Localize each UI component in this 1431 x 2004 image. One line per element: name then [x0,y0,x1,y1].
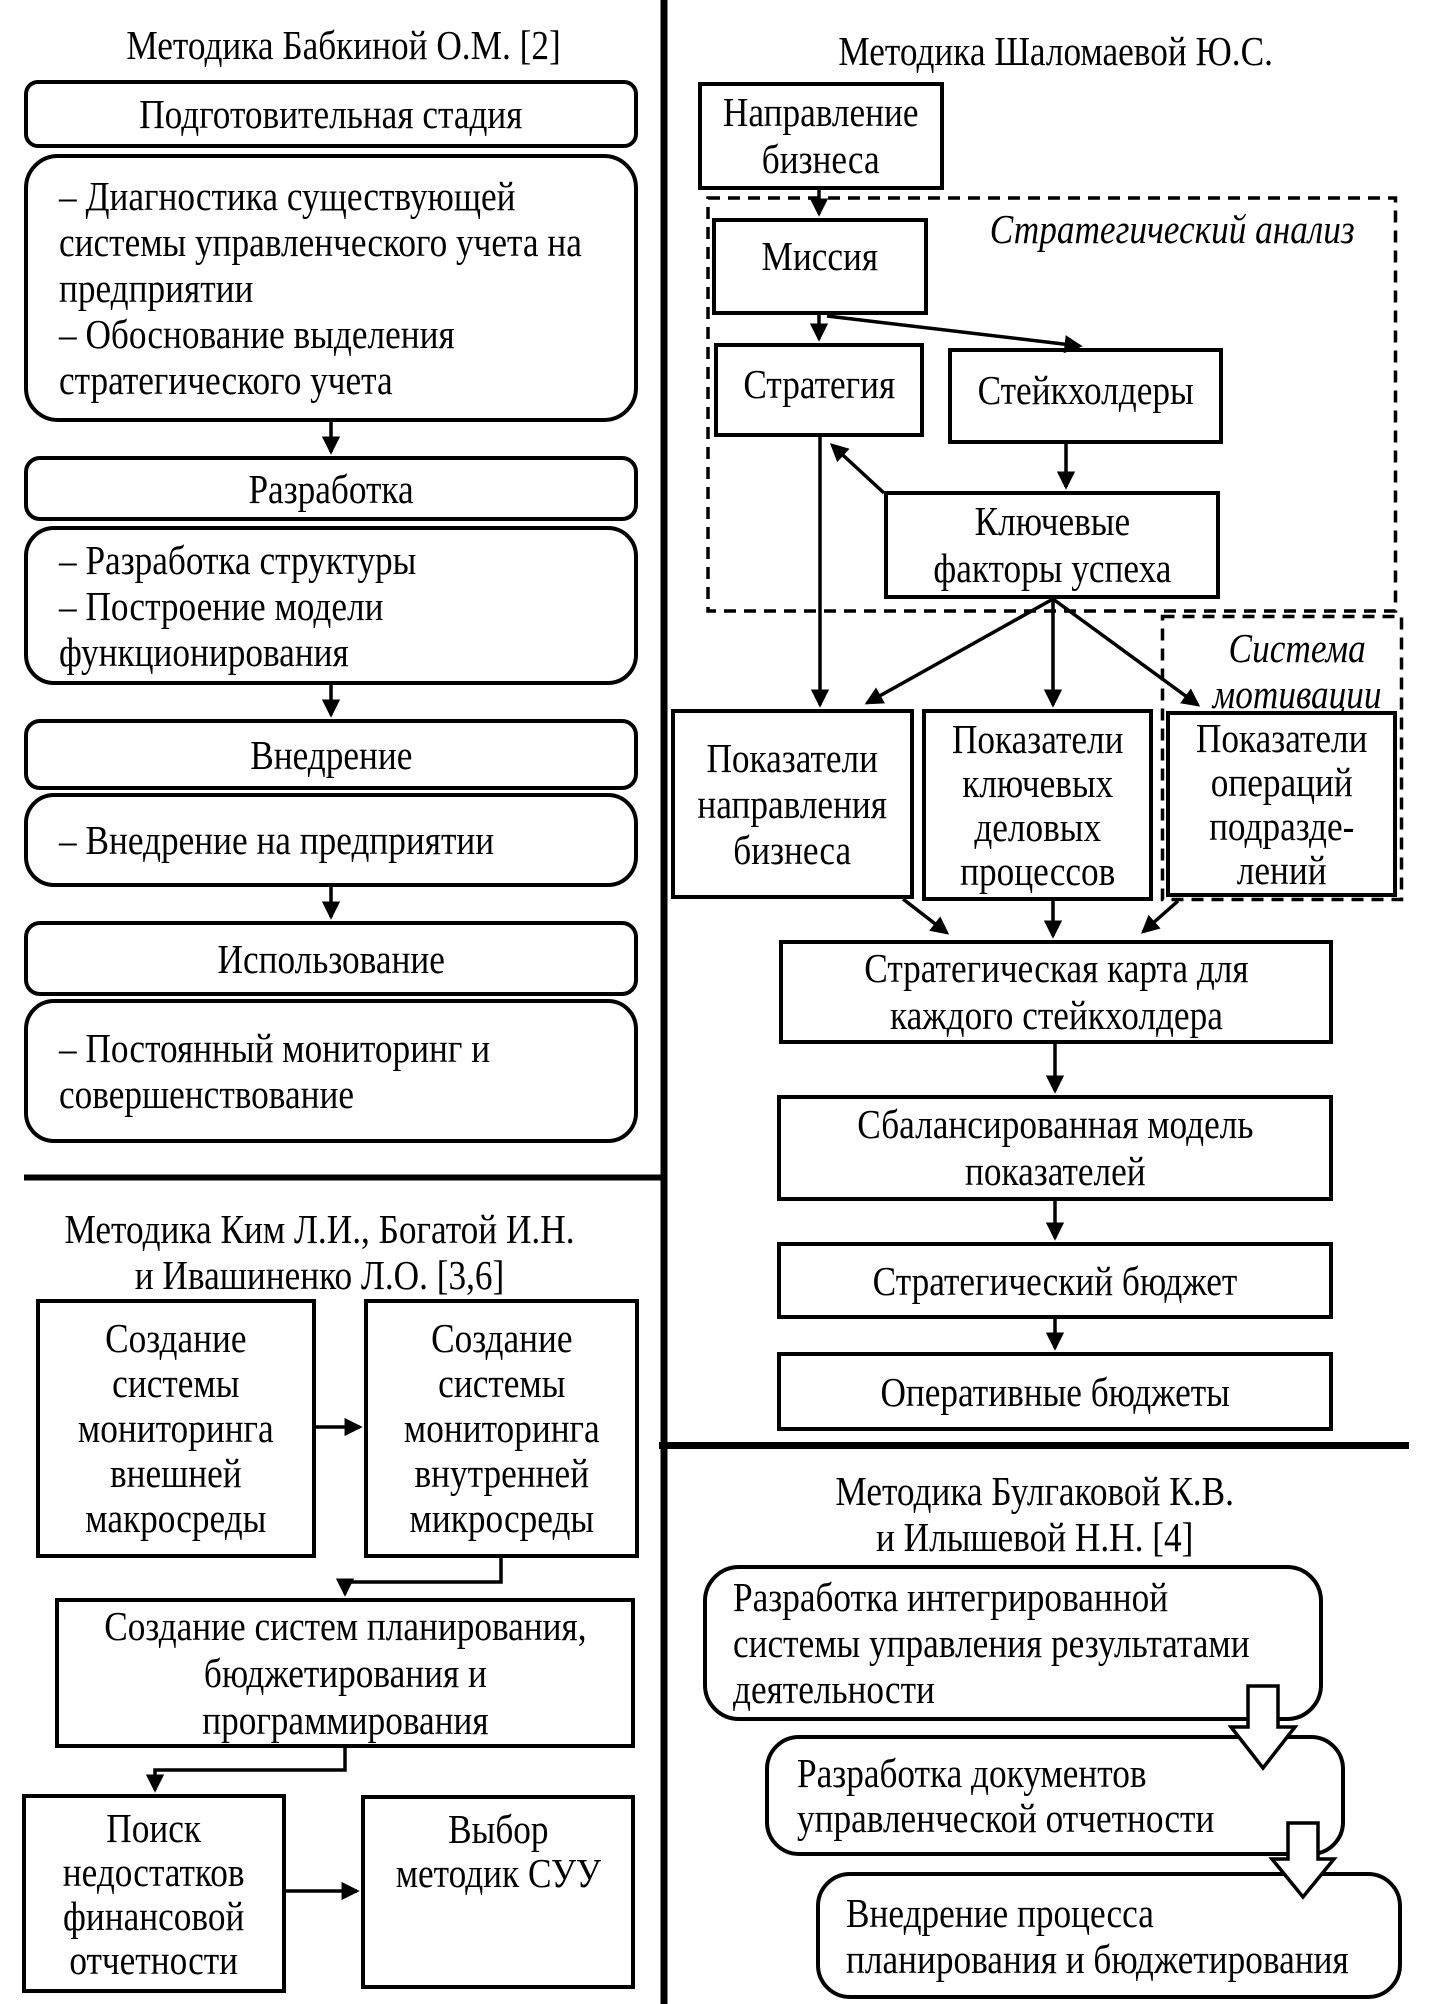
arrow-indicators-operations-map [1140,899,1180,934]
shalomaeva-stakeholders-box: Стейкхолдеры [948,348,1223,444]
bulgakova-implementation-box: Внедрение процесса планирования и бюджет… [816,1872,1402,1999]
babkina-title-text: Методика Бабкиной О.М. [2] [126,22,562,68]
babkina-stage4-header-text: Использование [217,935,445,982]
shalomaeva-key-success-factors-text: Ключевые факторы успеха [932,498,1172,591]
babkina-stage1-header-text: Подготовительная стадия [139,91,523,137]
arrow-kim-internal-planning [335,1558,503,1597]
arrow-mission-stakeholders [826,314,1083,354]
kim-planning-text: Создание систем планирования, бюджетиров… [103,1602,587,1743]
bulgakova-implementation-text: Внедрение процесса планирования и бюджет… [846,1889,1349,1982]
kim-external-monitoring-box: Создание системы мониторинга внешней мак… [36,1299,316,1558]
strategic-analysis-region-text: Стратегический анализ [989,206,1355,252]
kim-search-flaws-text: Поиск недостатков финансовой отчетности [63,1804,245,1983]
arrow-indicators-business-map [901,897,950,935]
kim-title: Методика Ким Л.И., Богатой И.Н. и Ивашин… [13,1206,627,1298]
babkina-stage2-header-box: Разработка [24,456,638,521]
bulgakova-integrated-system-box: Разработка интегрированной системы управ… [703,1565,1323,1721]
kim-external-monitoring-text: Создание системы мониторинга внешней мак… [78,1315,274,1541]
bulgakova-integrated-system-text: Разработка интегрированной системы управ… [733,1574,1250,1712]
bulgakova-reporting-documents-text: Разработка документов управленческой отч… [797,1749,1215,1841]
arrow-kim-planning-search [145,1748,347,1793]
kim-method-choice-text: Выбор методик СУУ [395,1806,601,1896]
arrow-ksf-indicators-operations [1051,597,1201,707]
babkina-stage1-header-box: Подготовительная стадия [24,80,638,148]
shalomaeva-strategic-budget-text: Стратегический бюджет [872,1257,1238,1304]
shalomaeva-operational-budgets-text: Оперативные бюджеты [880,1368,1230,1415]
babkina-stage4-body-box: – Постоянный мониторинг и совершенствова… [24,999,638,1143]
babkina-stage2-body-box: – Разработка структуры – Построение моде… [24,526,638,685]
shalomaeva-stakeholders-text: Стейкхолдеры [977,367,1194,413]
kim-internal-monitoring-box: Создание системы мониторинга внутренней … [364,1299,639,1558]
arrow-ksf-indicators-business [864,597,1054,705]
kim-search-flaws-box: Поиск недостатков финансовой отчетности [22,1794,286,1993]
shalomaeva-strategic-map-text: Стратегическая карта для каждого стейкхо… [863,945,1249,1038]
shalomaeva-indicators-operations-box: Показатели операций подразде- лений [1166,711,1397,897]
babkina-stage1-body-text: – Диагностика существующей системы управ… [59,173,582,403]
babkina-stage4-body-text: – Постоянный мониторинг и совершенствова… [59,1025,491,1117]
bulgakova-reporting-documents-box: Разработка документов управленческой отч… [765,1735,1345,1856]
shalomaeva-operational-budgets-box: Оперативные бюджеты [777,1352,1333,1431]
babkina-stage2-body-text: – Разработка структуры – Построение моде… [59,536,417,675]
shalomaeva-indicators-processes-text: Показатели ключевых деловых процессов [951,716,1124,894]
shalomaeva-key-success-factors-box: Ключевые факторы успеха [884,491,1220,599]
shalomaeva-title: Методика Шаломаевой Ю.С. [682,28,1430,74]
shalomaeva-mission-box: Миссия [712,218,928,315]
bulgakova-title-text: Методика Булгаковой К.В. и Илышевой Н.Н.… [835,1468,1235,1560]
motivation-system-region-text: Система мотивации [1212,625,1382,717]
babkina-stage3-header-box: Внедрение [24,719,638,790]
shalomaeva-title-text: Методика Шаломаевой Ю.С. [838,28,1274,74]
shalomaeva-indicators-processes-box: Показатели ключевых деловых процессов [922,709,1153,901]
shalomaeva-balanced-model-box: Сбалансированная модель показателей [777,1095,1333,1201]
arrow-ksf-strategy [829,443,886,495]
babkina-stage3-header-text: Внедрение [249,731,413,778]
kim-internal-monitoring-text: Создание системы мониторинга внутренней … [403,1315,600,1541]
babkina-title: Методика Бабкиной О.М. [2] [37,22,651,68]
shalomaeva-business-direction-box: Направление бизнеса [698,82,944,190]
shalomaeva-strategy-text: Стратегия [743,361,895,407]
shalomaeva-business-direction-text: Направление бизнеса [723,89,919,182]
bulgakova-title: Методика Булгаковой К.В. и Илышевой Н.Н.… [700,1468,1370,1560]
shalomaeva-indicators-operations-text: Показатели операций подразде- лений [1195,715,1368,893]
shalomaeva-indicators-business-box: Показатели направления бизнеса [671,709,914,899]
babkina-stage1-body-box: – Диагностика существующей системы управ… [24,154,638,422]
babkina-stage2-header-text: Разработка [248,465,414,512]
babkina-stage3-body-text: – Внедрение на предприятии [59,817,495,863]
motivation-system-region-label: Система мотивации [1181,625,1413,717]
babkina-stage3-body-box: – Внедрение на предприятии [24,793,638,887]
shalomaeva-mission-text: Миссия [761,232,879,279]
kim-planning-box: Создание систем планирования, бюджетиров… [55,1598,635,1748]
babkina-stage4-header-box: Использование [24,921,638,996]
shalomaeva-strategic-map-box: Стратегическая карта для каждого стейкхо… [779,940,1333,1044]
kim-title-text: Методика Ким Л.И., Богатой И.Н. и Ивашин… [64,1206,576,1298]
strategic-analysis-region-label: Стратегический анализ [960,206,1360,252]
shalomaeva-strategic-budget-box: Стратегический бюджет [777,1242,1333,1319]
shalomaeva-indicators-business-text: Показатели направления бизнеса [697,735,888,873]
shalomaeva-strategy-box: Стратегия [714,343,924,437]
kim-method-choice-box: Выбор методик СУУ [361,1795,635,1989]
shalomaeva-balanced-model-text: Сбалансированная модель показателей [856,1101,1254,1194]
